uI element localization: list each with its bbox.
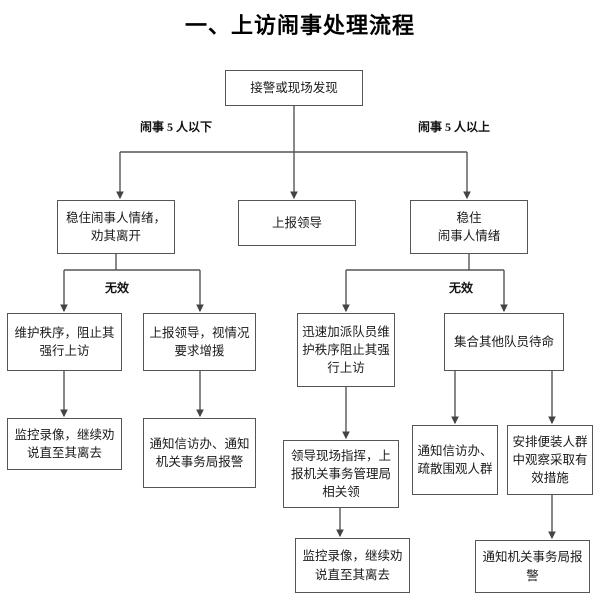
node-leader-on-site-command[interactable]: 领导现场指挥，上报机关事务管理局相关领 bbox=[283, 440, 399, 508]
node-monitor-persuade-left-2[interactable]: 监控录像，继续劝说直至其离去 bbox=[295, 538, 410, 593]
node-calm-and-persuade-leave[interactable]: 稳住闹事人情绪，劝其离开 bbox=[57, 200, 175, 254]
node-label: 监控录像，继续劝说直至其离去 bbox=[302, 549, 403, 582]
node-maintain-order-block[interactable]: 维护秩序，阻止其强行上访 bbox=[7, 313, 122, 371]
node-label: 监控录像，继续劝说直至其离去 bbox=[14, 427, 115, 460]
node-report-to-leader[interactable]: 上报领导 bbox=[238, 200, 356, 246]
node-notify-petition-office-report[interactable]: 通知信访办、通知机关事务局报警 bbox=[143, 418, 256, 488]
node-label: 安排便装人群中观察采取有效措施 bbox=[512, 434, 588, 486]
node-label: 上报领导，视情况要求增援 bbox=[149, 325, 250, 358]
node-label: 集合其他队员待命 bbox=[453, 334, 554, 349]
node-receive-alarm[interactable]: 接警或现场发现 bbox=[225, 70, 363, 106]
node-label: 稳住闹事人情绪，劝其离开 bbox=[65, 210, 166, 243]
node-plainclothes-observe[interactable]: 安排便装人群中观察采取有效措施 bbox=[507, 425, 593, 495]
node-report-request-support[interactable]: 上报领导，视情况要求增援 bbox=[143, 313, 256, 371]
node-label: 上报领导 bbox=[271, 215, 322, 230]
edge-label-over-five: 闹事 5 人以上 bbox=[418, 120, 491, 134]
edge-label-invalid-right: 无效 bbox=[449, 281, 474, 295]
node-monitor-persuade-left[interactable]: 监控录像，继续劝说直至其离去 bbox=[7, 418, 122, 470]
node-label: 通知信访办、通知机关事务局报警 bbox=[149, 436, 250, 469]
node-label: 通知机关事务局报警 bbox=[482, 550, 583, 583]
node-label: 通知信访办、疏散围观人群 bbox=[417, 443, 493, 476]
edge-label-invalid-left: 无效 bbox=[105, 281, 130, 295]
node-label: 稳住 闹事人情绪 bbox=[437, 210, 501, 243]
node-label: 维护秩序，阻止其强行上访 bbox=[14, 325, 115, 358]
node-label: 接警或现场发现 bbox=[250, 80, 338, 95]
node-label: 迅速加派队员维护秩序阻止其强行上访 bbox=[302, 324, 390, 376]
node-label: 领导现场指挥，上报机关事务管理局相关领 bbox=[290, 448, 391, 500]
page-title: 一、上访闹事处理流程 bbox=[184, 13, 415, 38]
edge-label-under-five: 闹事 5 人以下 bbox=[140, 120, 213, 134]
node-notify-affairs-bureau-alarm[interactable]: 通知机关事务局报警 bbox=[475, 540, 590, 593]
node-calm-emotions[interactable]: 稳住 闹事人情绪 bbox=[410, 200, 528, 254]
node-assemble-standby[interactable]: 集合其他队员待命 bbox=[444, 313, 564, 371]
node-notify-petition-disperse-crowd[interactable]: 通知信访办、疏散围观人群 bbox=[412, 425, 498, 495]
node-dispatch-more-members[interactable]: 迅速加派队员维护秩序阻止其强行上访 bbox=[297, 313, 395, 387]
